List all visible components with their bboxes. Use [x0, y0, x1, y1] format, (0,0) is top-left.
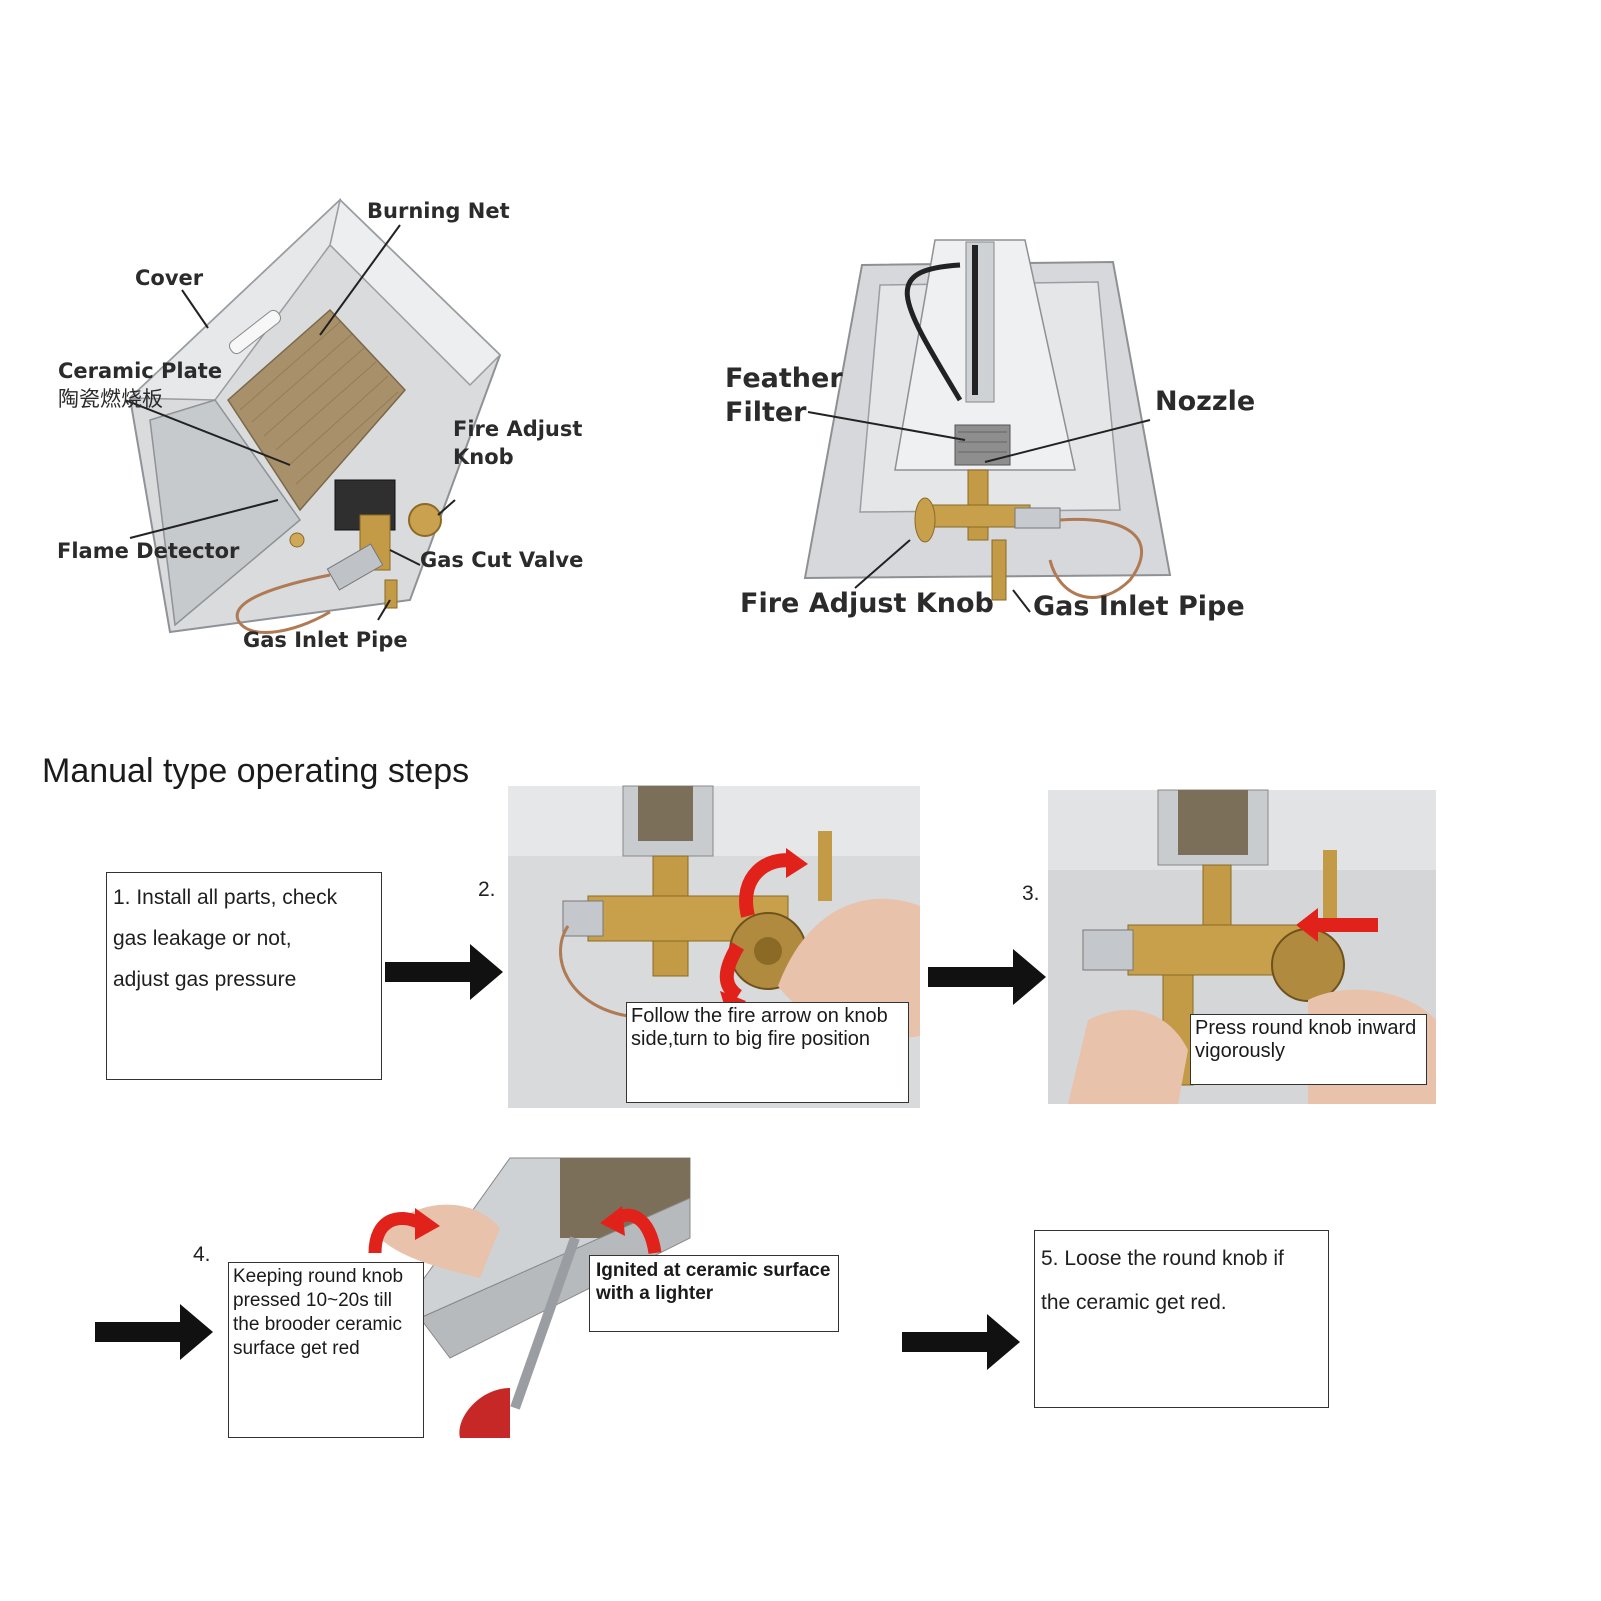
- step5-text: 5. Loose the round knob if the ceramic g…: [1041, 1247, 1284, 1314]
- step4-lighter-caption: Ignited at ceramic surface with a lighte…: [589, 1255, 839, 1332]
- label-fire-adjust-knob-right: Fire Adjust Knob: [740, 588, 994, 619]
- burner-isometric-illustration: [124, 197, 502, 634]
- step3-number: 3.: [1022, 882, 1040, 905]
- step2-caption: Follow the fire arrow on knob side,turn …: [626, 1002, 909, 1103]
- step5-box: 5. Loose the round knob if the ceramic g…: [1034, 1230, 1329, 1408]
- label-cover: Cover: [135, 266, 204, 290]
- label-feather-filter: Feather Filter: [725, 363, 843, 428]
- step4-number: 4.: [193, 1243, 211, 1266]
- label-gas-inlet-pipe-right: Gas Inlet Pipe: [1033, 591, 1245, 622]
- label-gas-inlet-pipe-left: Gas Inlet Pipe: [243, 628, 408, 652]
- step-arrow-3-icon: [95, 1304, 213, 1360]
- steps-section-title: Manual type operating steps: [42, 752, 470, 790]
- label-fire-adjust-knob-left: Fire Adjust Knob: [453, 417, 583, 469]
- step2-number: 2.: [478, 878, 496, 901]
- label-ceramic-plate: Ceramic Plate: [58, 359, 223, 383]
- step4-caption: Keeping round knob pressed 10~20s till t…: [228, 1262, 424, 1438]
- step4-photo: [368, 1157, 691, 1438]
- step-arrow-4-icon: [902, 1314, 1020, 1370]
- burner-front-illustration: [803, 239, 1172, 613]
- step-arrow-1-icon: [385, 944, 503, 1000]
- label-flame-detector: Flame Detector: [57, 539, 240, 563]
- step1-box: 1. Install all parts, check gas leakage …: [106, 872, 382, 1080]
- step3-caption: Press round knob inward vigorously: [1190, 1014, 1427, 1085]
- label-gas-cut-valve: Gas Cut Valve: [420, 548, 584, 572]
- label-ceramic-plate-chinese: 陶瓷燃烧板: [58, 387, 163, 411]
- label-burning-net: Burning Net: [367, 199, 510, 223]
- label-nozzle: Nozzle: [1155, 386, 1256, 417]
- step1-text: 1. Install all parts, check gas leakage …: [113, 886, 338, 991]
- step-arrow-2-icon: [928, 949, 1046, 1005]
